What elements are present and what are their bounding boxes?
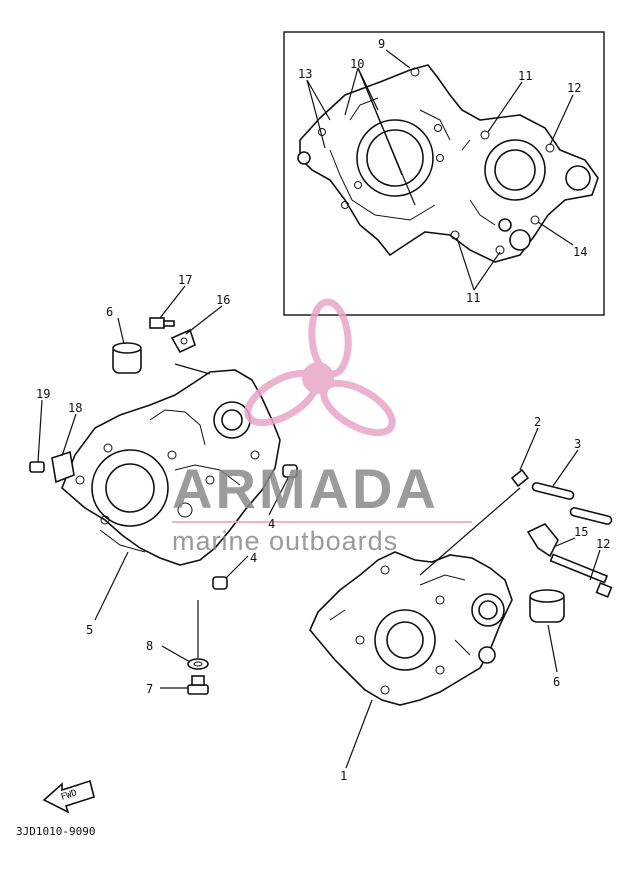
callout-labels: 9 10 13 11 12 14 11 17 16 6 19 18 4 4 5 … xyxy=(36,37,610,783)
callout-11-bottom: 11 xyxy=(466,291,480,305)
callout-4-upper: 4 xyxy=(268,517,275,531)
callout-3: 3 xyxy=(574,437,581,451)
fwd-arrow: FWD xyxy=(42,779,95,814)
callout-17: 17 xyxy=(178,273,192,287)
callout-19: 19 xyxy=(36,387,50,401)
callout-11-top: 11 xyxy=(518,69,532,83)
watermark-title: ARMADA xyxy=(172,457,439,520)
right-crankcase-drawing xyxy=(309,551,513,706)
callout-4-lower: 4 xyxy=(250,551,257,565)
armada-watermark: ARMADA marine outboards xyxy=(172,298,472,556)
callout-6-left: 6 xyxy=(106,305,113,319)
inset-leaders xyxy=(306,49,574,291)
callout-6-right: 6 xyxy=(553,675,560,689)
watermark-subtitle: marine outboards xyxy=(172,526,398,556)
main-leaders xyxy=(37,285,601,769)
fwd-label: FWD xyxy=(60,788,79,803)
callout-12-inset: 12 xyxy=(567,81,581,95)
callout-7: 7 xyxy=(146,682,153,696)
callout-18: 18 xyxy=(68,401,82,415)
callout-9: 9 xyxy=(378,37,385,51)
callout-14: 14 xyxy=(573,245,587,259)
callout-5: 5 xyxy=(86,623,93,637)
callout-15: 15 xyxy=(574,525,588,539)
inset-crankcase-drawing xyxy=(297,64,599,263)
callout-10: 10 xyxy=(350,57,364,71)
callout-8: 8 xyxy=(146,639,153,653)
small-parts xyxy=(29,317,613,695)
callout-16: 16 xyxy=(216,293,230,307)
callout-1: 1 xyxy=(340,769,347,783)
propeller-logo xyxy=(244,298,396,437)
drawing-code: 3JD1010-9090 xyxy=(16,825,95,838)
callout-12-main: 12 xyxy=(596,537,610,551)
inset-frame xyxy=(283,31,605,316)
left-crankcase-drawing xyxy=(61,369,281,566)
callout-13: 13 xyxy=(298,67,312,81)
callout-2: 2 xyxy=(534,415,541,429)
